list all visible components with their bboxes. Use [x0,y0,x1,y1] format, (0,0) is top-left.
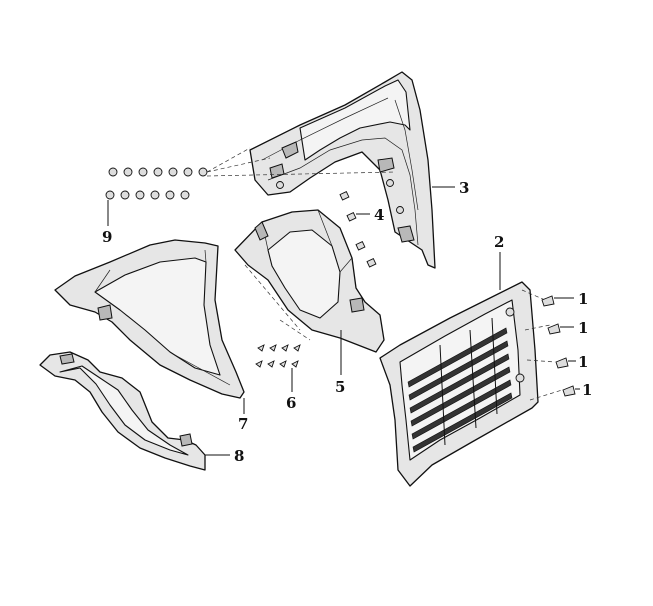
callout-1d: 1 [582,381,592,399]
callout-9: 9 [102,228,112,246]
part-1-fasteners [541,295,576,397]
callout-1a: 1 [578,290,588,308]
callout-4: 4 [374,206,384,224]
callout-leaders [107,186,580,456]
callout-1c: 1 [578,353,588,371]
part-5-inner-panel [234,209,385,353]
callout-7: 7 [238,415,248,433]
callout-5: 5 [335,378,345,396]
callout-1b: 1 [578,319,588,337]
callout-6: 6 [286,394,296,412]
callout-3: 3 [459,179,469,197]
part-9-screw-group [105,147,396,200]
callout-8: 8 [234,447,244,465]
part-6-screws [255,344,301,368]
part-4-clips [339,190,377,268]
part-7-side-cover [54,239,245,399]
part-2-grille-panel [379,281,563,487]
part-8-lower-bracket [39,351,206,471]
callout-2: 2 [494,233,504,251]
callout-labels: 1 1 1 1 2 3 4 5 6 7 8 9 [102,179,592,465]
